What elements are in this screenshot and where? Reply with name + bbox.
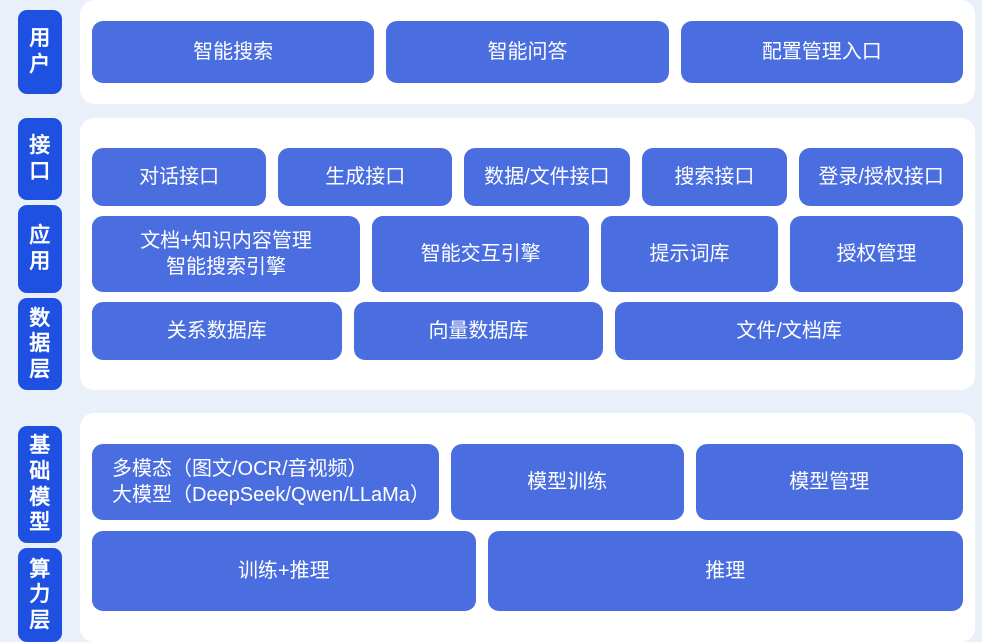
data-row: 关系数据库 向量数据库 文件/文档库 bbox=[92, 302, 963, 360]
rail-pill-foundation-model-char-3: 型 bbox=[29, 511, 51, 535]
rail-pill-user-char-1: 户 bbox=[29, 53, 51, 76]
box-intelligent-search[interactable]: 智能搜索 bbox=[92, 21, 375, 83]
box-inference[interactable]: 推理 bbox=[487, 531, 963, 611]
rail-middle: 接 口 应 用 数 据 层 bbox=[0, 118, 80, 390]
band-bottom: 基 础 模 型 算 力 层 多模态（图文/OCR/音视频） 大模型（DeepSe… bbox=[0, 413, 982, 642]
rail-bottom: 基 础 模 型 算 力 层 bbox=[0, 413, 80, 642]
rail-pill-data-layer[interactable]: 数 据 层 bbox=[18, 298, 62, 390]
rail-pill-application-char-1: 用 bbox=[29, 250, 51, 273]
application-row: 文档+知识内容管理 智能搜索引擎 智能交互引擎 提示词库 授权管理 bbox=[92, 216, 963, 292]
rail-pill-user-char-0: 用 bbox=[29, 27, 51, 51]
rail-pill-interface[interactable]: 接 口 bbox=[18, 118, 62, 200]
rail-pill-foundation-model[interactable]: 基 础 模 型 bbox=[18, 426, 62, 543]
rail-users: 用 户 bbox=[0, 0, 80, 104]
rail-pill-compute-layer-char-0: 算 bbox=[29, 557, 51, 581]
box-doc-knowledge-management[interactable]: 文档+知识内容管理 智能搜索引擎 bbox=[92, 216, 361, 292]
rail-pill-foundation-model-char-2: 模 bbox=[29, 485, 51, 509]
rail-pill-data-layer-char-2: 层 bbox=[29, 357, 51, 381]
rail-pill-data-layer-char-0: 数 bbox=[29, 306, 51, 330]
panel-bottom: 多模态（图文/OCR/音视频） 大模型（DeepSeek/Qwen/LLaMa）… bbox=[80, 413, 975, 642]
rail-pill-interface-char-0: 接 bbox=[29, 134, 51, 158]
box-intelligent-interaction-engine[interactable]: 智能交互引擎 bbox=[372, 216, 590, 292]
rail-pill-data-layer-char-1: 据 bbox=[29, 332, 51, 356]
rail-pill-application-char-0: 应 bbox=[29, 224, 51, 248]
box-data-file-api[interactable]: 数据/文件接口 bbox=[464, 148, 630, 206]
rail-pill-interface-char-1: 口 bbox=[29, 160, 51, 183]
band-middle: 接 口 应 用 数 据 层 对话接口 生成接口 数据/文件接口 搜索接口 登录/… bbox=[0, 118, 982, 390]
box-generation-api[interactable]: 生成接口 bbox=[278, 148, 453, 206]
box-login-auth-api[interactable]: 登录/授权接口 bbox=[799, 148, 964, 206]
panel-middle: 对话接口 生成接口 数据/文件接口 搜索接口 登录/授权接口 文档+知识内容管理… bbox=[80, 118, 975, 390]
box-training-inference[interactable]: 训练+推理 bbox=[92, 531, 476, 611]
rail-pill-foundation-model-char-0: 基 bbox=[29, 434, 51, 458]
compute-row: 训练+推理 推理 bbox=[92, 531, 963, 611]
rail-pill-compute-layer[interactable]: 算 力 层 bbox=[18, 548, 62, 642]
band-users: 用 户 智能搜索 智能问答 配置管理入口 bbox=[0, 0, 982, 104]
model-row: 多模态（图文/OCR/音视频） 大模型（DeepSeek/Qwen/LLaMa）… bbox=[92, 444, 963, 520]
box-config-management-entry[interactable]: 配置管理入口 bbox=[680, 21, 963, 83]
interface-row: 对话接口 生成接口 数据/文件接口 搜索接口 登录/授权接口 bbox=[92, 148, 964, 206]
box-dialog-api[interactable]: 对话接口 bbox=[92, 148, 267, 206]
box-prompt-library[interactable]: 提示词库 bbox=[601, 216, 778, 292]
panel-users: 智能搜索 智能问答 配置管理入口 bbox=[80, 0, 975, 104]
rail-pill-compute-layer-char-2: 层 bbox=[29, 608, 51, 632]
users-row: 智能搜索 智能问答 配置管理入口 bbox=[92, 21, 963, 83]
box-model-training[interactable]: 模型训练 bbox=[450, 444, 684, 520]
rail-pill-user[interactable]: 用 户 bbox=[18, 10, 62, 94]
box-relational-database[interactable]: 关系数据库 bbox=[92, 302, 342, 360]
rail-pill-application[interactable]: 应 用 bbox=[18, 205, 62, 293]
box-vector-database[interactable]: 向量数据库 bbox=[353, 302, 604, 360]
box-search-api[interactable]: 搜索接口 bbox=[641, 148, 788, 206]
box-intelligent-qa[interactable]: 智能问答 bbox=[386, 21, 669, 83]
box-multimodal-large-model[interactable]: 多模态（图文/OCR/音视频） 大模型（DeepSeek/Qwen/LLaMa） bbox=[92, 444, 439, 520]
rail-pill-foundation-model-char-1: 础 bbox=[29, 459, 51, 483]
box-model-management[interactable]: 模型管理 bbox=[695, 444, 963, 520]
box-file-document-store[interactable]: 文件/文档库 bbox=[615, 302, 963, 360]
box-authorization-management[interactable]: 授权管理 bbox=[789, 216, 963, 292]
rail-pill-compute-layer-char-1: 力 bbox=[29, 583, 51, 607]
